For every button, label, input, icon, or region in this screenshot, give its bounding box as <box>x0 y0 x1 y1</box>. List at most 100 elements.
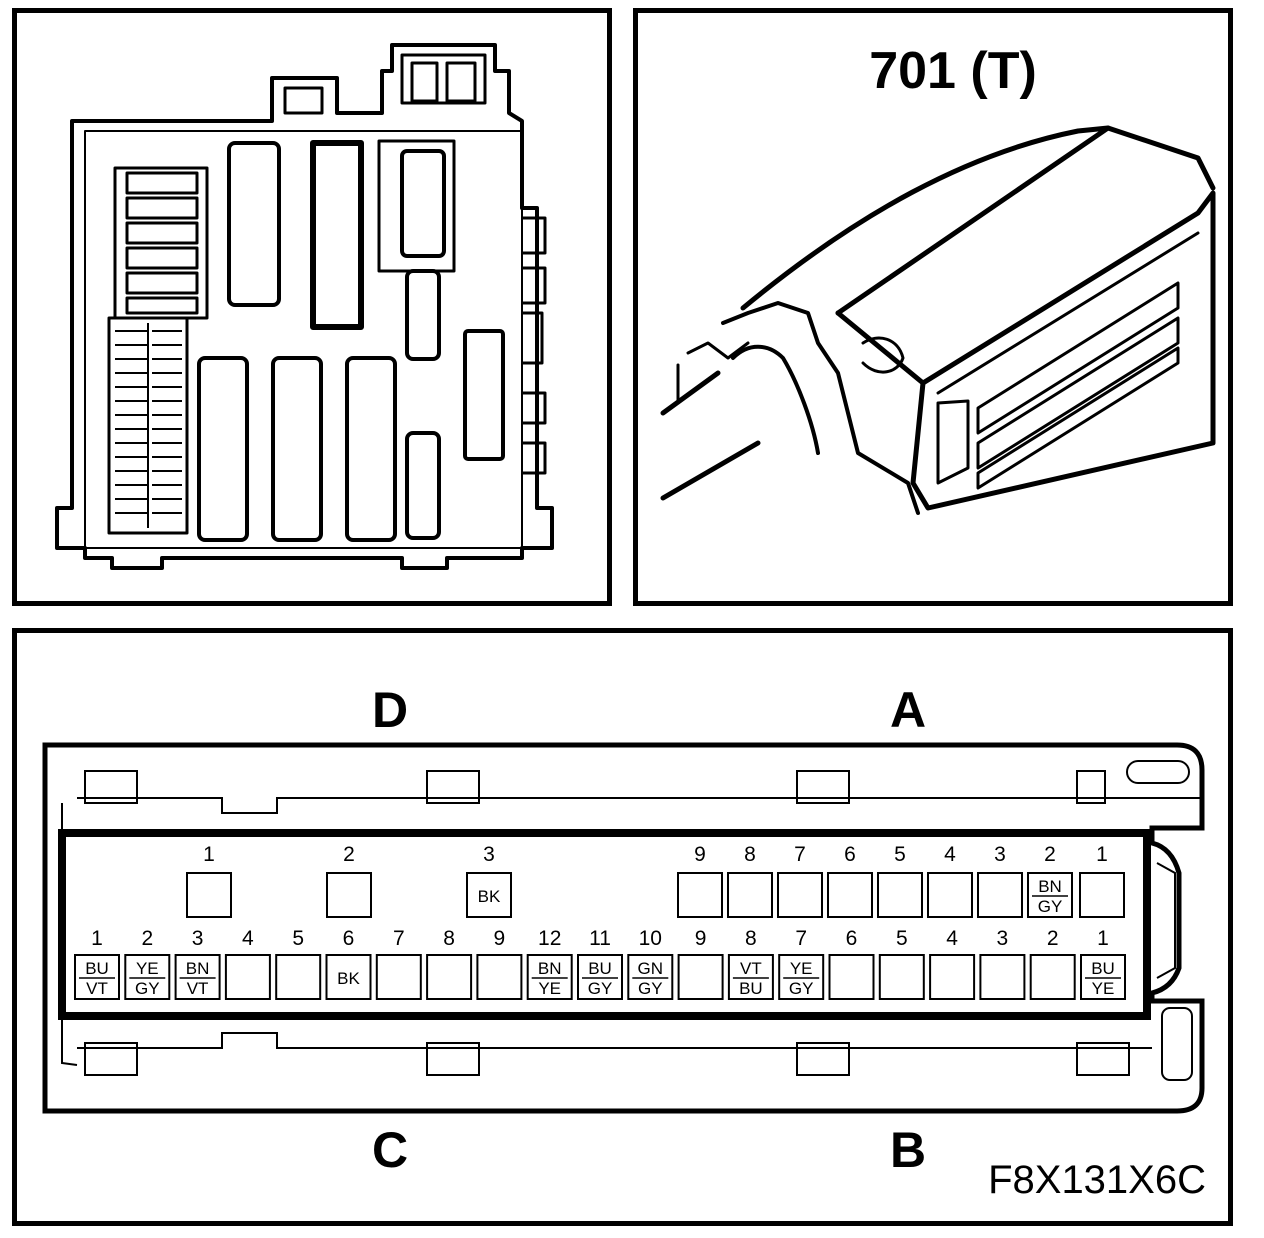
wire-color-code: GY <box>135 979 160 998</box>
wire-color-code: BN <box>1038 877 1062 896</box>
connector-3d-panel: 701 (T) <box>633 8 1233 606</box>
section-label-a: A <box>890 682 927 738</box>
section-label-b: B <box>890 1122 927 1178</box>
bottom-row-pin-6: 6BK <box>325 927 372 1000</box>
top-row-pin-cavity <box>927 872 973 918</box>
bottom-row-pin-cavity <box>979 954 1026 1000</box>
top-row-pin-8: 5 <box>877 843 923 918</box>
bottom-row-pin-cavity <box>727 954 774 1000</box>
top-row-pin-7: 6 <box>827 843 873 918</box>
bottom-row-pin-cavity <box>878 954 925 1000</box>
wire-color-code: GN <box>638 959 664 978</box>
wire-color-code: BU <box>1091 959 1115 978</box>
connector-3d-drawing <box>660 125 1216 515</box>
bottom-row-pin-cavity <box>476 954 523 1000</box>
bottom-row-pin-cavity <box>275 954 322 1000</box>
top-row-pin-number: 4 <box>944 843 956 866</box>
wire-color-code: GY <box>1038 897 1063 916</box>
wire-color-code: YE <box>790 959 813 978</box>
bottom-row-pin-cavity <box>577 954 623 1000</box>
bottom-row-pin-number: 9 <box>494 927 506 950</box>
top-row-pin-cavity <box>677 872 723 918</box>
section-label-d: D <box>372 682 409 738</box>
top-row-pin-9: 4 <box>927 843 973 918</box>
top-row-pin-cavity <box>727 872 773 918</box>
bottom-row-pin-number: 10 <box>639 927 662 950</box>
bottom-row-pin-number: 4 <box>242 927 254 950</box>
bottom-row-pin-number: 5 <box>292 927 304 950</box>
top-row-pin-number: 3 <box>994 843 1006 866</box>
bottom-row-pin-18: 4 <box>929 927 976 1000</box>
wire-color-code: BU <box>588 959 612 978</box>
bottom-row-pin-cavity <box>124 954 171 1000</box>
top-row-pin-cavity <box>777 872 823 918</box>
top-row-pin-cavity <box>186 872 232 918</box>
bottom-row-pin-cavity <box>627 954 674 1000</box>
bottom-row-pin-cavity <box>526 954 573 1000</box>
connector-title: 701 (T) <box>869 42 1037 100</box>
bottom-row-pin-5: 5 <box>275 927 322 1000</box>
bottom-row-pin-number: 4 <box>946 927 958 950</box>
top-row-pin-4: 9 <box>677 843 723 918</box>
bottom-row-pin-number: 8 <box>443 927 455 950</box>
bottom-row-pin-number: 9 <box>695 927 707 950</box>
bottom-row-pin-number: 1 <box>91 927 103 950</box>
bottom-row-pin-cavity <box>224 954 271 1000</box>
top-row-pin-5: 8 <box>727 843 773 918</box>
wire-color-code: GY <box>789 979 814 998</box>
wire-color-code: BK <box>337 969 360 988</box>
top-row-pin-number: 8 <box>744 843 756 866</box>
bottom-row-pin-cavity <box>375 954 422 1000</box>
wire-color-code: BU <box>739 979 763 998</box>
top-row-pin-cavity <box>466 872 512 918</box>
top-row-pin-number: 5 <box>894 843 906 866</box>
top-row-pin-number: 1 <box>203 843 215 866</box>
fusebox-panel <box>12 8 612 606</box>
wire-color-code: VT <box>187 979 209 998</box>
bottom-row-pin-number: 3 <box>997 927 1009 950</box>
bottom-row-pin-cavity <box>929 954 976 1000</box>
top-row-pin-number: 6 <box>844 843 856 866</box>
bottom-row-pin-number: 12 <box>538 927 561 950</box>
figure-code: F8X131X6C <box>988 1158 1206 1202</box>
top-row-pin-cavity <box>877 872 923 918</box>
wire-color-code: VT <box>86 979 108 998</box>
top-row-pin-number: 7 <box>794 843 806 866</box>
bottom-row-pin-cavity <box>426 954 473 1000</box>
bottom-row-pin-8: 8 <box>426 927 473 1000</box>
bottom-row-pin-number: 6 <box>846 927 858 950</box>
top-row-pin-cavity <box>977 872 1023 918</box>
top-row-pin-cavity <box>827 872 873 918</box>
top-row-pin-cavity <box>326 872 372 918</box>
top-row-pin-number: 2 <box>1044 843 1056 866</box>
top-row-pin-6: 7 <box>777 843 823 918</box>
bottom-row-pin-cavity <box>828 954 875 1000</box>
top-row-pin-number: 2 <box>343 843 355 866</box>
bottom-row-pin-number: 2 <box>1047 927 1059 950</box>
wire-color-code: YE <box>136 959 159 978</box>
bottom-row-pin-19: 3 <box>979 927 1026 1000</box>
section-label-c: C <box>372 1122 409 1178</box>
bottom-row-pin-number: 7 <box>795 927 807 950</box>
bottom-row-pin-9: 9 <box>476 927 523 1000</box>
bottom-row-pin-number: 7 <box>393 927 405 950</box>
bottom-row-pin-20: 2 <box>1029 927 1076 1000</box>
wire-color-code: YE <box>538 979 561 998</box>
bottom-row-pin-cavity <box>778 954 825 1000</box>
wire-color-code: YE <box>1092 979 1115 998</box>
wire-color-code: BK <box>478 887 501 906</box>
bottom-row-pin-number: 2 <box>141 927 153 950</box>
bottom-row-pin-cavity <box>1080 954 1126 1000</box>
top-row-pin-1: 1 <box>186 843 232 918</box>
bottom-row-pin-cavity <box>174 954 221 1000</box>
